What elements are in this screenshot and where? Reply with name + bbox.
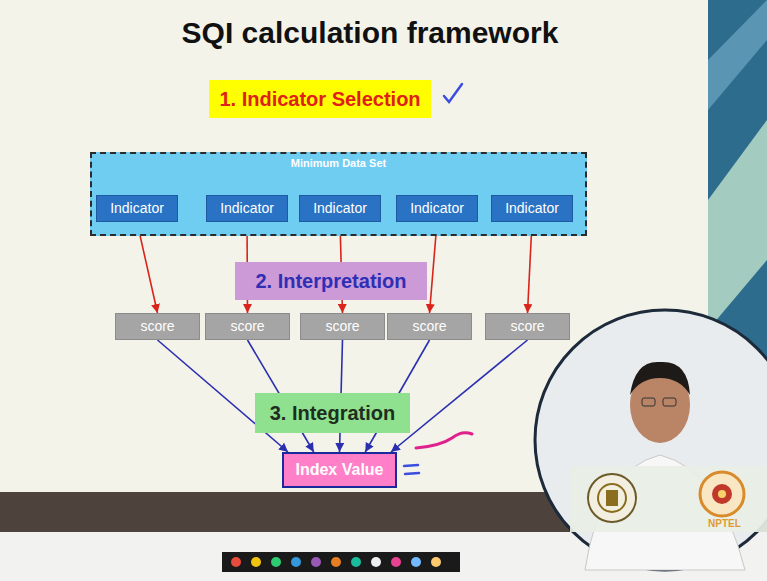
- toolbar-icon: [231, 557, 241, 567]
- node-text: Indicator: [220, 200, 274, 216]
- node-text: score: [510, 318, 544, 334]
- score-box: score: [205, 313, 290, 340]
- logo-text: NPTEL: [708, 518, 741, 529]
- node-text: 1. Indicator Selection: [219, 88, 420, 111]
- squiggle-mark: [416, 433, 472, 448]
- nptel-emblem: [712, 484, 732, 504]
- toolbar-icon: [331, 557, 341, 567]
- equals-mark: [404, 465, 419, 474]
- nptel-emblem: [718, 490, 726, 498]
- slide-title: SQI calculation framework: [0, 16, 740, 50]
- toolbar-icon: [431, 557, 441, 567]
- side-stripe-band: [708, 120, 767, 330]
- tick-mark: [444, 84, 462, 102]
- node-text: 3. Integration: [270, 402, 396, 425]
- score-box: score: [115, 313, 200, 340]
- nptel-emblem: [700, 472, 744, 516]
- toolbar-icon: [371, 557, 381, 567]
- toolbar-strip: [222, 552, 460, 572]
- institute-emblem: [598, 484, 626, 512]
- node-text: score: [325, 318, 359, 334]
- toolbar-icon: [251, 557, 261, 567]
- data-set-band: Minimum Data SetIndicator Indicator Indica…: [90, 152, 587, 236]
- score-box: score: [300, 313, 385, 340]
- node-text: Indicator: [313, 200, 367, 216]
- node-text: Indicator: [110, 200, 164, 216]
- presenter-video: [535, 310, 767, 570]
- score-box: score: [387, 313, 472, 340]
- indicator-box: Indicator: [396, 195, 478, 222]
- toolbar-icon: [271, 557, 281, 567]
- node-text: 2. Interpretation: [255, 270, 406, 293]
- institute-emblem: [606, 490, 618, 506]
- node-text: score: [140, 318, 174, 334]
- score-box: score: [485, 313, 570, 340]
- toolbar: [222, 552, 460, 572]
- toolbar-icon: [311, 557, 321, 567]
- indicator-box: Indicator: [299, 195, 381, 222]
- toolbar-icon: [351, 557, 361, 567]
- toolbar-icon: [291, 557, 301, 567]
- node-text: Index Value: [295, 461, 383, 479]
- index-box: Index Value: [282, 452, 397, 488]
- presenter-glasses: [663, 398, 676, 406]
- node-text: Indicator: [410, 200, 464, 216]
- institute-logo: [588, 474, 636, 522]
- institute-emblem: [588, 474, 636, 522]
- nptel-logo: [700, 472, 744, 516]
- step-box: 2. Interpretation: [235, 262, 427, 300]
- video-frame: [535, 310, 767, 570]
- indicator-box: Indicator: [96, 195, 178, 222]
- node-text: score: [230, 318, 264, 334]
- side-stripe-band: [708, 0, 767, 110]
- step-box: 1. Indicator Selection: [209, 80, 431, 118]
- toolbar-icon: [411, 557, 421, 567]
- flow-arrow: [391, 340, 528, 452]
- step-box: 3. Integration: [255, 393, 410, 433]
- presenter-hair: [630, 362, 690, 395]
- indicator-box: Indicator: [206, 195, 288, 222]
- node-text: Indicator: [505, 200, 559, 216]
- node-text: Minimum Data Set: [291, 157, 386, 170]
- indicator-box: Indicator: [491, 195, 573, 222]
- node-text: score: [412, 318, 446, 334]
- toolbar-icon: [391, 557, 401, 567]
- logo-panel: [570, 466, 767, 532]
- presenter-glasses: [642, 398, 655, 406]
